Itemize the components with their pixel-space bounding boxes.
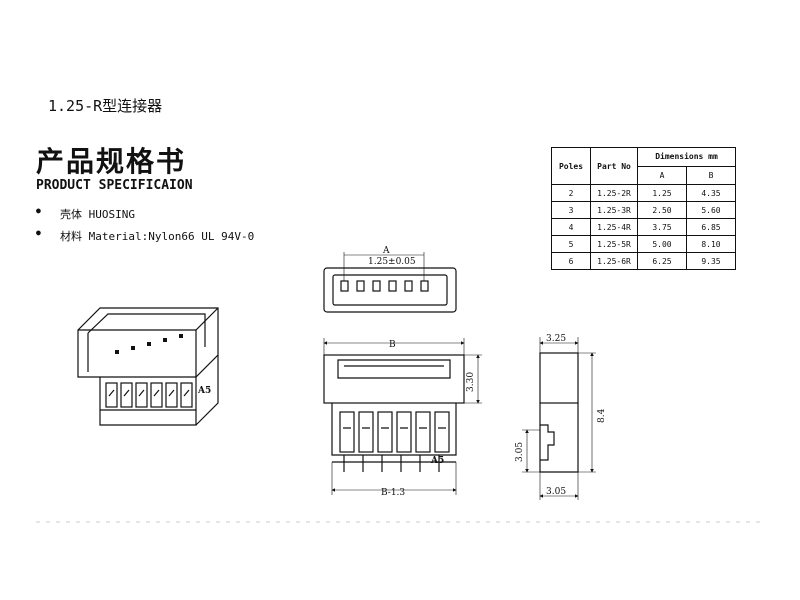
iso-slots [115, 334, 183, 354]
iso-marking: A5 [197, 386, 211, 396]
side-view [522, 337, 596, 500]
side-dim-lower: 3.05 [515, 442, 525, 462]
front-marking: A5 [430, 456, 444, 466]
dimensions-table: Poles Part No Dimensions mm A B 2 1.25-2… [551, 147, 736, 270]
side-dim-top: 3.25 [546, 334, 566, 344]
dim-b-label: B [389, 340, 396, 350]
cell-a: 6.25 [637, 252, 687, 270]
front-view [323, 338, 482, 495]
table-row: 4 1.25-4R 3.75 6.85 [551, 218, 736, 236]
dim-height-label: 3.30 [466, 372, 476, 392]
table-row: 5 1.25-5R 5.00 8.10 [551, 235, 736, 253]
iso-pins [105, 382, 193, 408]
dim-a-label: A [382, 246, 390, 256]
list-item: 壳体 HUOSING [36, 206, 254, 222]
header-dimensions: Dimensions mm [637, 147, 736, 167]
dim-b-minus-label: B-1.3 [381, 488, 405, 498]
cell-b: 9.35 [686, 252, 736, 270]
page-title-cn: 产品规格书 [36, 145, 187, 178]
cell-part: 1.25-6R [590, 252, 638, 270]
header-part-no: Part No [590, 147, 638, 185]
side-dim-height: 8.4 [597, 408, 607, 423]
material-list: 壳体 HUOSING 材料 Material:Nylon66 UL 94V-0 [36, 206, 254, 250]
side-dim-bottom: 3.05 [546, 487, 566, 497]
isometric-view [77, 307, 219, 426]
page-title-en: PRODUCT SPECIFICAION [36, 178, 193, 193]
subtitle: 1.25-R型连接器 [48, 97, 163, 115]
list-item: 材料 Material:Nylon66 UL 94V-0 [36, 228, 254, 244]
table-row: 6 1.25-6R 6.25 9.35 [551, 252, 736, 270]
top-view [323, 252, 457, 313]
dim-pitch-label: 1.25±0.05 [368, 257, 416, 267]
cell-b: 4.35 [686, 184, 736, 202]
